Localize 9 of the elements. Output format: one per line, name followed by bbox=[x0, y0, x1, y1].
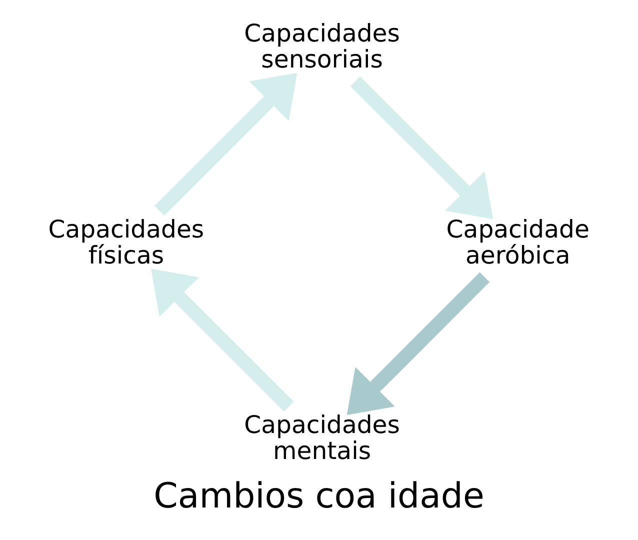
diagram-title: Cambios coa idade bbox=[154, 476, 484, 517]
arrow bbox=[350, 76, 494, 220]
node-text: Capacidades mentais bbox=[244, 410, 400, 466]
arrow bbox=[346, 272, 490, 415]
arrow bbox=[154, 72, 298, 216]
node-text: Capacidades físicas bbox=[48, 214, 204, 270]
arrow bbox=[151, 268, 294, 412]
node-text: Capacidade aeróbica bbox=[446, 214, 590, 270]
node-text: Capacidades sensoriais bbox=[244, 18, 400, 74]
